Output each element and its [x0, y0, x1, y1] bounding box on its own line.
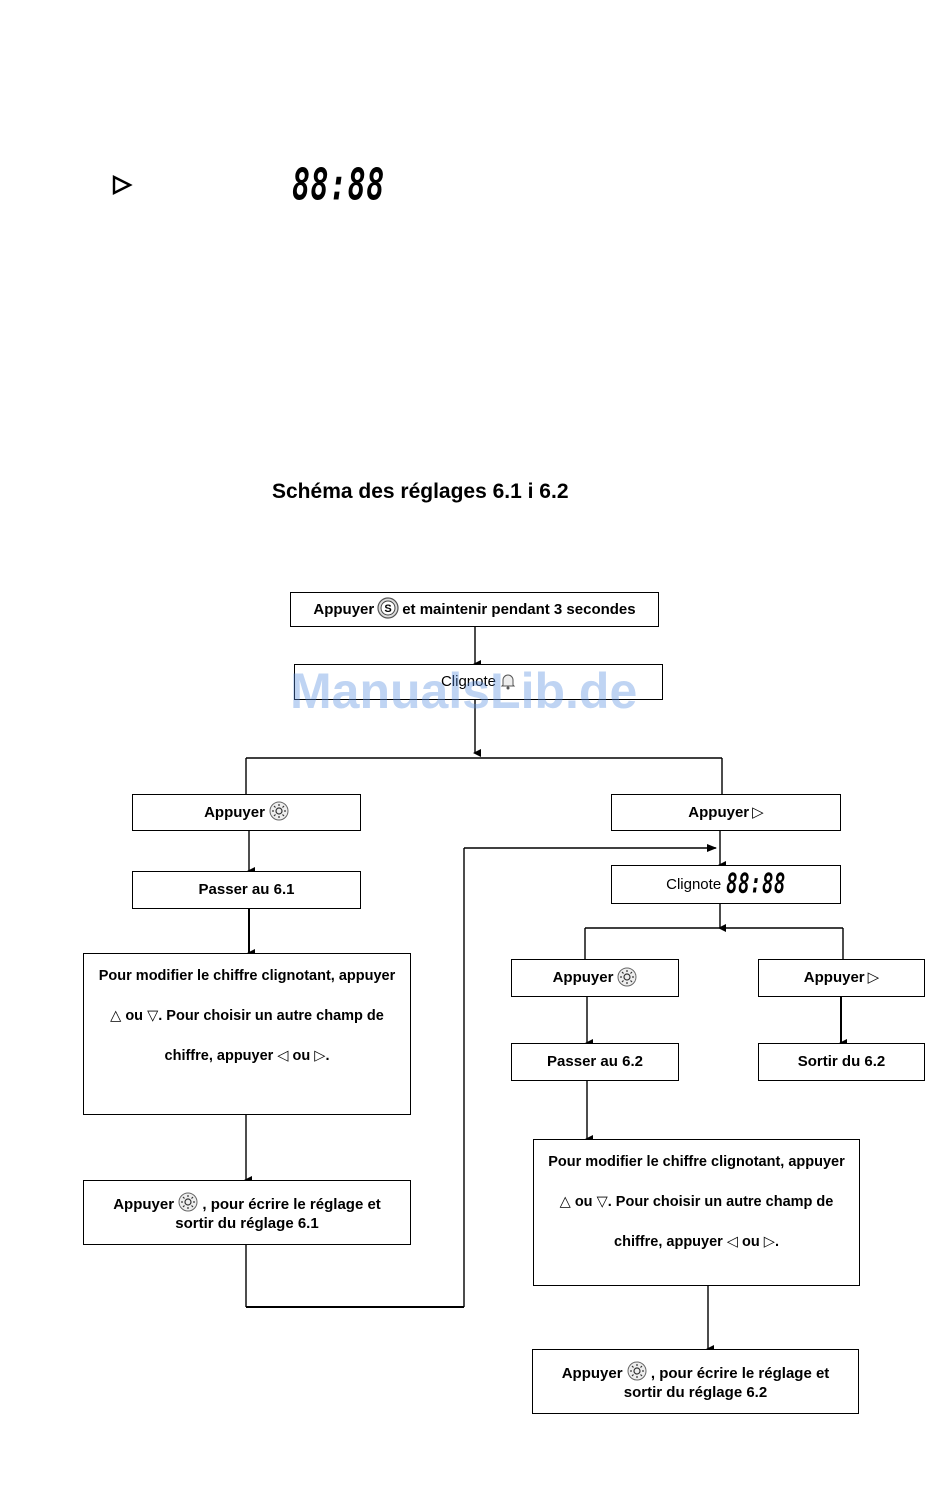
right-arrow-icon: ▷ [752, 803, 764, 821]
left-save-line2: sortir du réglage 6.1 [175, 1215, 319, 1232]
right-save-line2: sortir du réglage 6.2 [623, 1384, 768, 1401]
right-save-pre: Appuyer [561, 1364, 623, 1382]
right-exit-box: Sortir du 6.2 [758, 1043, 925, 1081]
right-arrow-icon: ▷ [867, 969, 880, 987]
right-right-press-box: Appuyer ▷ [758, 959, 925, 997]
right-instr-line1: Pour modifier le chiffre clignotant, app… [548, 1154, 845, 1170]
start-post: et maintenir pendant 3 secondes [402, 600, 636, 618]
up-arrow-icon: △ [559, 1194, 571, 1210]
down-arrow-icon: ▽ [147, 1008, 159, 1024]
blink-box: Clignote [294, 664, 663, 700]
left-save-pre: Appuyer [113, 1195, 175, 1213]
left-arrow-icon: ◁ [277, 1048, 289, 1064]
left-instr-line3-post: . [325, 1048, 330, 1064]
left-instr-or: ou [125, 1008, 144, 1024]
segment-display: 88:88 [292, 160, 385, 211]
left-instr-line1: Pour modifier le chiffre clignotant, app… [98, 968, 396, 984]
right-left-press-text: Appuyer [552, 969, 614, 987]
left-instr-line3-mid: ou [292, 1048, 311, 1064]
right-instruction-box: Pour modifier le chiffre clignotant, app… [533, 1139, 860, 1286]
right-arrow-icon: ▷ [314, 1048, 326, 1064]
diagram-title: Schéma des réglages 6.1 i 6.2 [272, 480, 569, 503]
down-arrow-icon: ▽ [596, 1194, 608, 1210]
left-go-text: Passer au 6.1 [198, 881, 295, 899]
right-instr-line3-mid: ou [742, 1234, 760, 1250]
left-arrow-icon: ◁ [726, 1234, 738, 1250]
start-pre: Appuyer [313, 600, 375, 618]
left-instr-line3-pre: chiffre, appuyer [164, 1048, 274, 1064]
right-press-text: Appuyer [688, 803, 750, 821]
left-press-text: Appuyer [204, 803, 265, 821]
right-instr-line3: chiffre, appuyer ◁ ou ▷. [538, 1220, 855, 1260]
right-save-box: Appuyer , pour écrire le réglage et sort… [532, 1349, 859, 1414]
left-instr-line3: chiffre, appuyer ◁ ou ▷. [88, 1034, 406, 1074]
right-blink-digits: 88:88 [726, 868, 786, 900]
right-go-text: Passer au 6.2 [547, 1053, 643, 1071]
right-blink-text: Clignote [666, 875, 722, 893]
sun-icon [178, 1192, 202, 1213]
svg-text:S: S [385, 603, 392, 615]
start-box: Appuyer S et maintenir pendant 3 seconde… [290, 592, 659, 627]
sun-icon [627, 1361, 651, 1382]
blink-text: Clignote [440, 673, 497, 691]
right-instr-line2-post: . Pour choisir un autre champ de [607, 1194, 834, 1210]
left-go-box: Passer au 6.1 [132, 871, 361, 909]
right-instr-line3-pre: chiffre, appuyer [614, 1234, 723, 1250]
sun-icon [617, 967, 637, 990]
right-instr-or: ou [574, 1194, 593, 1210]
bell-icon [500, 672, 516, 693]
right-press-box: Appuyer ▷ [611, 794, 841, 831]
left-instr-line2: △ ou ▽. Pour choisir un autre champ de [88, 994, 406, 1034]
right-exit-text: Sortir du 6.2 [797, 1053, 886, 1071]
right-left-press-box: Appuyer [511, 959, 679, 997]
left-save-post: , pour écrire le réglage et [202, 1195, 381, 1213]
left-press-box: Appuyer [132, 794, 361, 831]
right-arrow-icon: ▷ [763, 1234, 775, 1250]
up-arrow-icon: △ [110, 1008, 122, 1024]
right-right-press-text: Appuyer [803, 969, 865, 987]
right-go-box: Passer au 6.2 [511, 1043, 679, 1081]
right-instr-line2: △ ou ▽. Pour choisir un autre champ de [538, 1180, 855, 1220]
left-save-box: Appuyer , pour écrire le réglage et sort… [83, 1180, 411, 1245]
right-blink-box: Clignote 88:88 [611, 865, 841, 904]
right-save-post: , pour écrire le réglage et [650, 1364, 830, 1382]
left-instr-line2-post: . Pour choisir un autre champ de [158, 1008, 384, 1024]
right-instr-line3-post: . [774, 1234, 779, 1250]
display-digits: 88:88 [292, 160, 385, 211]
s-button-icon: S [377, 597, 399, 622]
left-instruction-box: Pour modifier le chiffre clignotant, app… [83, 953, 411, 1115]
sun-icon [269, 801, 289, 824]
play-icon [110, 174, 134, 201]
